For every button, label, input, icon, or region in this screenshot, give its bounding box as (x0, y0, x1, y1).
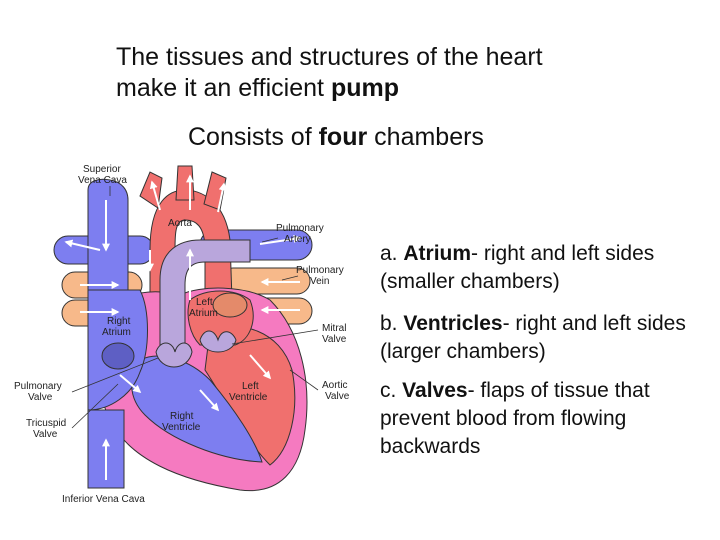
point-prefix: a. (380, 242, 404, 265)
pulmonary-valve-shape (155, 342, 193, 368)
point-text: - flaps of tissue that prevent blood fro… (380, 379, 650, 458)
title-line-1: The tissues and structures of the heart (116, 43, 543, 71)
slide-subtitle: Consists of four chambers (188, 122, 484, 153)
point-term: Ventricles (403, 312, 503, 335)
left-atrium-inner (212, 292, 248, 318)
pulmonary-trunk (159, 239, 251, 351)
point-ventricles: b. Ventricles- right and left sides (lar… (380, 310, 710, 366)
aortic-branch-2 (175, 165, 195, 201)
point-term: Valves (402, 379, 468, 402)
label-aorta: Aorta (168, 218, 192, 229)
leader-lines (71, 186, 319, 429)
point-prefix: b. (380, 312, 404, 335)
point-term: Atrium (403, 242, 472, 265)
subtitle-pre: Consists of (188, 123, 319, 151)
slide-title: The tissues and structures of the heart … (116, 42, 636, 104)
superior-vena-cava (87, 178, 129, 301)
subtitle-post: chambers (367, 123, 484, 151)
right-atrium-opening (101, 342, 135, 370)
point-text: - right and left sides (smaller chambers… (380, 242, 655, 293)
title-emphasis-pump: pump (330, 74, 399, 102)
point-prefix: c. (380, 379, 403, 402)
mitral-valve-shape (199, 330, 237, 353)
label-inferior-vena-cava: Inferior Vena Cava (62, 494, 145, 505)
subtitle-emphasis: four (318, 123, 368, 151)
point-text: - right and left sides (larger chambers) (380, 312, 686, 363)
flow-arrows (64, 174, 302, 480)
point-atrium: a. Atrium- right and left sides (smaller… (380, 240, 710, 296)
title-line-2: make it an efficient pump (116, 73, 636, 104)
right-ventricle (131, 355, 263, 463)
title-line-2-text: make it an efficient (116, 74, 331, 102)
point-valves: c. Valves- flaps of tissue that prevent … (380, 377, 710, 461)
